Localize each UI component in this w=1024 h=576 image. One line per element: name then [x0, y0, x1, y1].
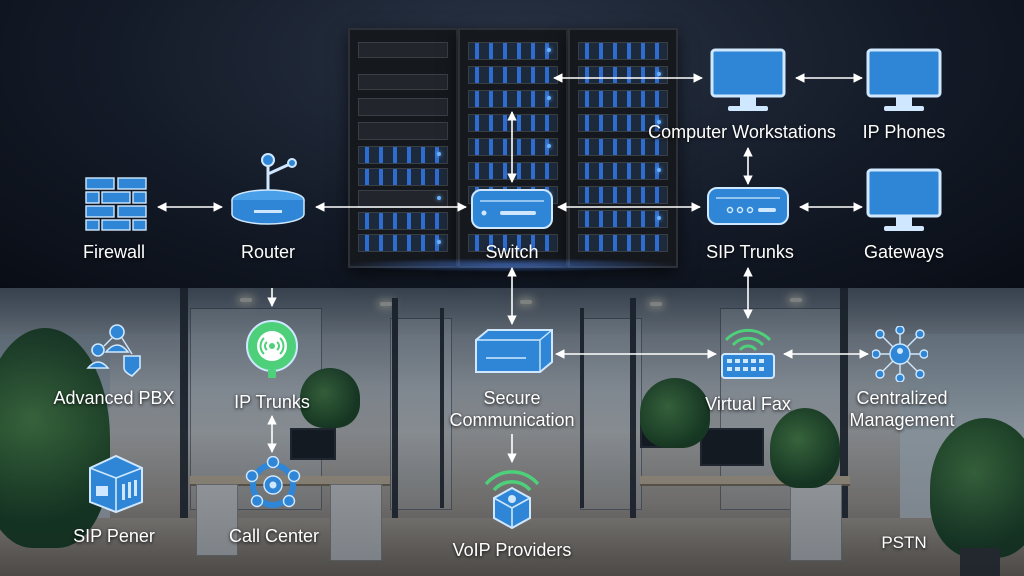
computer-workstations-label: Computer Workstations — [648, 122, 836, 142]
rack-unit — [358, 98, 448, 116]
monitor-icon — [866, 48, 942, 111]
rack-unit — [468, 42, 558, 60]
sip-trunk-device-icon — [707, 187, 789, 225]
rack-unit — [578, 138, 668, 156]
rack-unit — [578, 234, 668, 252]
rack-unit — [358, 122, 448, 140]
switch-label: Switch — [485, 242, 539, 262]
network-hub-icon — [872, 326, 928, 382]
people-network-icon — [86, 324, 141, 377]
server-rack — [348, 28, 458, 268]
rack-floor-glow — [340, 258, 680, 272]
monitor-icon — [866, 168, 942, 231]
rack-unit — [358, 234, 448, 252]
ip-phones-label: IP Phones — [862, 122, 946, 142]
advanced-pbx-label: Advanced PBX — [53, 388, 175, 408]
building-box-icon — [89, 454, 143, 514]
wireless-signal-icon — [246, 320, 298, 378]
rack-unit — [468, 234, 558, 252]
rack-unit — [578, 114, 668, 132]
rack-unit — [468, 90, 558, 108]
switch-icon — [471, 189, 553, 229]
sip-pener-label: SIP Pener — [73, 526, 155, 546]
rack-unit — [358, 168, 448, 186]
call-center-label: Call Center — [228, 526, 320, 546]
people-ring-icon — [245, 456, 301, 508]
centralized-management-label-line1: Centralized — [856, 388, 948, 408]
gateways-label: Gateways — [863, 242, 945, 262]
virtual-fax-label: Virtual Fax — [705, 394, 791, 414]
brick-wall-icon — [85, 177, 147, 231]
pstn-label: PSTN — [881, 533, 927, 552]
rack-unit — [358, 146, 448, 164]
rack-unit — [578, 90, 668, 108]
rack-unit — [358, 42, 448, 58]
secure-device-icon — [475, 329, 553, 373]
rack-unit — [358, 212, 448, 230]
rack-unit — [358, 74, 448, 90]
rack-unit — [578, 162, 668, 180]
monitor-icon — [710, 48, 786, 111]
sip-trunks-label: SIP Trunks — [706, 242, 794, 262]
centralized-management-label-line2: Management — [849, 410, 955, 430]
voip-providers-label: VoIP Providers — [452, 540, 572, 560]
wifi-cube-icon — [484, 470, 540, 530]
firewall-label: Firewall — [82, 242, 146, 262]
secure-communication-label-line2: Communication — [449, 410, 575, 430]
ip-trunks-label: IP Trunks — [234, 392, 310, 412]
wifi-keyboard-icon — [721, 328, 775, 379]
rack-unit — [578, 42, 668, 60]
secure-communication-label-line1: Secure — [483, 388, 541, 408]
router-label: Router — [240, 242, 296, 262]
router-icon — [231, 153, 305, 225]
